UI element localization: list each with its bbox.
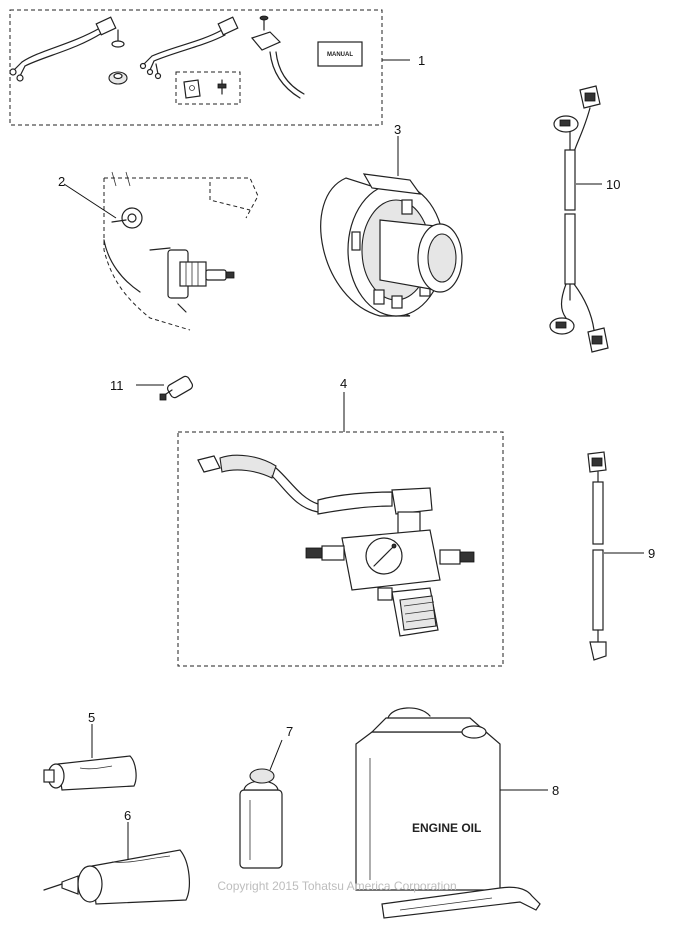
callout-8: 8: [552, 783, 559, 798]
callout-2: 2: [58, 174, 65, 189]
callout-4: 4: [340, 376, 347, 391]
switch-tube: [250, 15, 305, 99]
part-6-sealant-tube: 6: [43, 808, 190, 905]
manual-booklet: MANUAL: [317, 41, 363, 67]
part-10-harness: 10: [549, 85, 620, 353]
harness-a: [9, 16, 117, 82]
callout-7: 7: [286, 724, 293, 739]
callout-6: 6: [124, 808, 131, 823]
kit-box-outline: [9, 9, 383, 126]
callout-3: 3: [394, 122, 401, 137]
part-11-plug: 11: [110, 375, 194, 401]
engine-oil-label: ENGINE OIL: [412, 821, 481, 835]
part-3-rotor: 3: [320, 122, 463, 317]
callout-5: 5: [88, 710, 95, 725]
manual-label: MANUAL: [327, 52, 353, 58]
harness-b: [139, 16, 239, 80]
callout-10: 10: [606, 177, 620, 192]
part-9-harness: 9: [587, 451, 655, 661]
sub-box-outline: [175, 71, 241, 105]
callout-11: 11: [110, 378, 124, 393]
callout-1: 1: [418, 53, 425, 68]
part-7-spray-can: 7: [239, 724, 293, 869]
copyright-watermark: Copyright 2015 Tohatsu America Corporati…: [217, 879, 456, 893]
fuel-box-outline: [177, 431, 504, 667]
screw-grommet: [108, 29, 128, 85]
part-5-grease-tube: 5: [43, 710, 137, 791]
part-2-lower-unit: 2: [58, 171, 259, 331]
bracket-small: [183, 79, 227, 99]
part-1-kit: MANUAL 1: [9, 9, 425, 126]
callout-9: 9: [648, 546, 655, 561]
part-8-oil-jug: ENGINE OIL 8: [355, 707, 559, 919]
part-4-fuel-assembly: 4: [177, 376, 504, 667]
